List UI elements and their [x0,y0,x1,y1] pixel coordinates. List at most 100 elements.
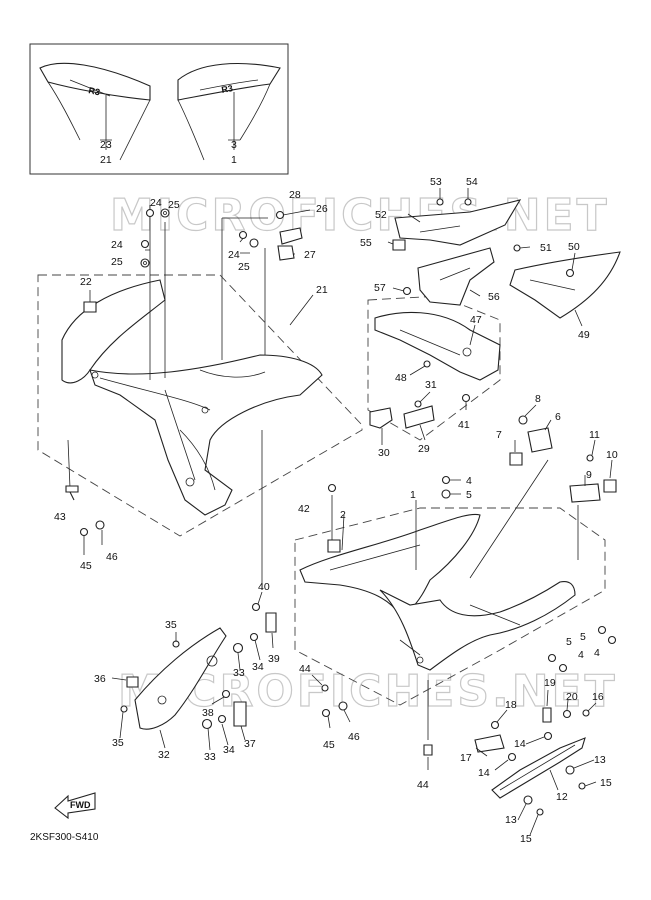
callout-25: 25 [168,199,180,211]
callout-24-c: 24 [228,249,240,261]
callout-14-b: 14 [478,767,490,779]
bolt-15a [578,782,586,790]
callout-49: 49 [578,329,590,341]
nut-22 [83,301,97,313]
callout-55: 55 [360,237,372,249]
nut-14a [543,731,553,741]
cover-49 [509,251,621,319]
callout-43: 43 [54,511,66,523]
bracket-30 [369,407,393,429]
bolt-48 [423,360,431,368]
callout-39: 39 [268,653,280,665]
clip-10 [603,479,617,493]
callout-32: 32 [158,749,170,761]
washer-5a [441,489,451,499]
bolt-45a [79,527,89,537]
callout-24: 24 [150,197,162,209]
bolt-42 [327,483,337,493]
collar-34b [217,714,227,724]
callout-5: 5 [466,489,472,501]
bolt-45b [321,708,331,718]
collar-8 [518,415,528,425]
callout-8: 8 [535,393,541,405]
bolt-18 [490,720,500,730]
bolt-57 [402,286,412,296]
callout-22: 22 [80,276,92,288]
nut-14b [507,752,517,762]
grommet-33a [232,642,244,654]
callout-11: 11 [589,429,600,441]
callout-46-b: 46 [348,731,360,743]
callout-33-b: 33 [204,751,216,763]
callout-3: 3 [231,139,237,151]
callout-50: 50 [568,241,580,253]
bracket-17 [474,734,505,753]
group-box-1 [294,507,606,706]
callout-37: 37 [244,738,256,750]
washer-25c [249,238,259,248]
inner-cover-47 [374,311,501,381]
grommet-13a [565,765,575,775]
callout-29: 29 [418,443,430,455]
bracket-26 [279,227,303,245]
callout-47: 47 [470,314,482,326]
bolt-54 [464,198,472,206]
callout-26: 26 [316,203,328,215]
callout-40: 40 [258,581,270,593]
callout-56: 56 [488,291,500,303]
washer-25b [140,258,150,268]
callout-1: 1 [231,154,237,166]
bolt-35b [120,705,128,713]
callout-28: 28 [289,189,301,201]
callout-53: 53 [430,176,442,188]
bolt-20 [562,709,572,719]
clip-27 [277,245,295,261]
callout-1-b: 1 [410,489,416,501]
bolt-43 [65,485,79,501]
bracket-37 [233,701,247,727]
callout-13-b: 13 [505,814,517,826]
screw-16 [582,709,590,717]
callout-45-b: 45 [323,739,335,751]
clip-19 [542,707,552,723]
screw-44b [423,744,433,756]
callout-30: 30 [378,447,390,459]
callout-9: 9 [586,469,592,481]
grommet-33b [201,718,213,730]
callout-14: 14 [514,738,526,750]
bracket-6 [527,427,553,453]
callout-4: 4 [466,475,472,487]
decal-inset-box [29,43,289,175]
duct-56 [417,247,495,306]
right-side-cowl [299,513,576,671]
fastener-24b [140,239,150,249]
washer-25a [160,208,170,218]
bolt-40 [251,602,261,612]
washer-46b [338,701,348,711]
callout-54: 54 [466,176,478,188]
callout-44-b: 44 [417,779,429,791]
bolt-50 [565,268,575,278]
callout-13: 13 [594,754,606,766]
callout-4-b: 4 [578,649,584,661]
callout-15-b: 15 [520,833,532,845]
fastener-24c [238,230,248,240]
callout-17: 17 [460,752,472,764]
callout-19: 19 [544,677,556,689]
callout-2: 2 [340,509,346,521]
callout-35: 35 [165,619,177,631]
callout-25-b: 25 [111,256,123,268]
callout-44: 44 [299,663,311,675]
bracket-39 [265,612,277,633]
right-decal-logo: R3 [221,83,234,95]
callout-41: 41 [458,419,470,431]
collar-34a [249,632,259,642]
inner-panel-52 [394,199,522,246]
clip-36 [126,676,139,688]
callout-46: 46 [106,551,118,563]
bolt-38 [221,689,231,699]
group-box-21 [37,274,363,537]
left-side-cowl [61,279,323,516]
